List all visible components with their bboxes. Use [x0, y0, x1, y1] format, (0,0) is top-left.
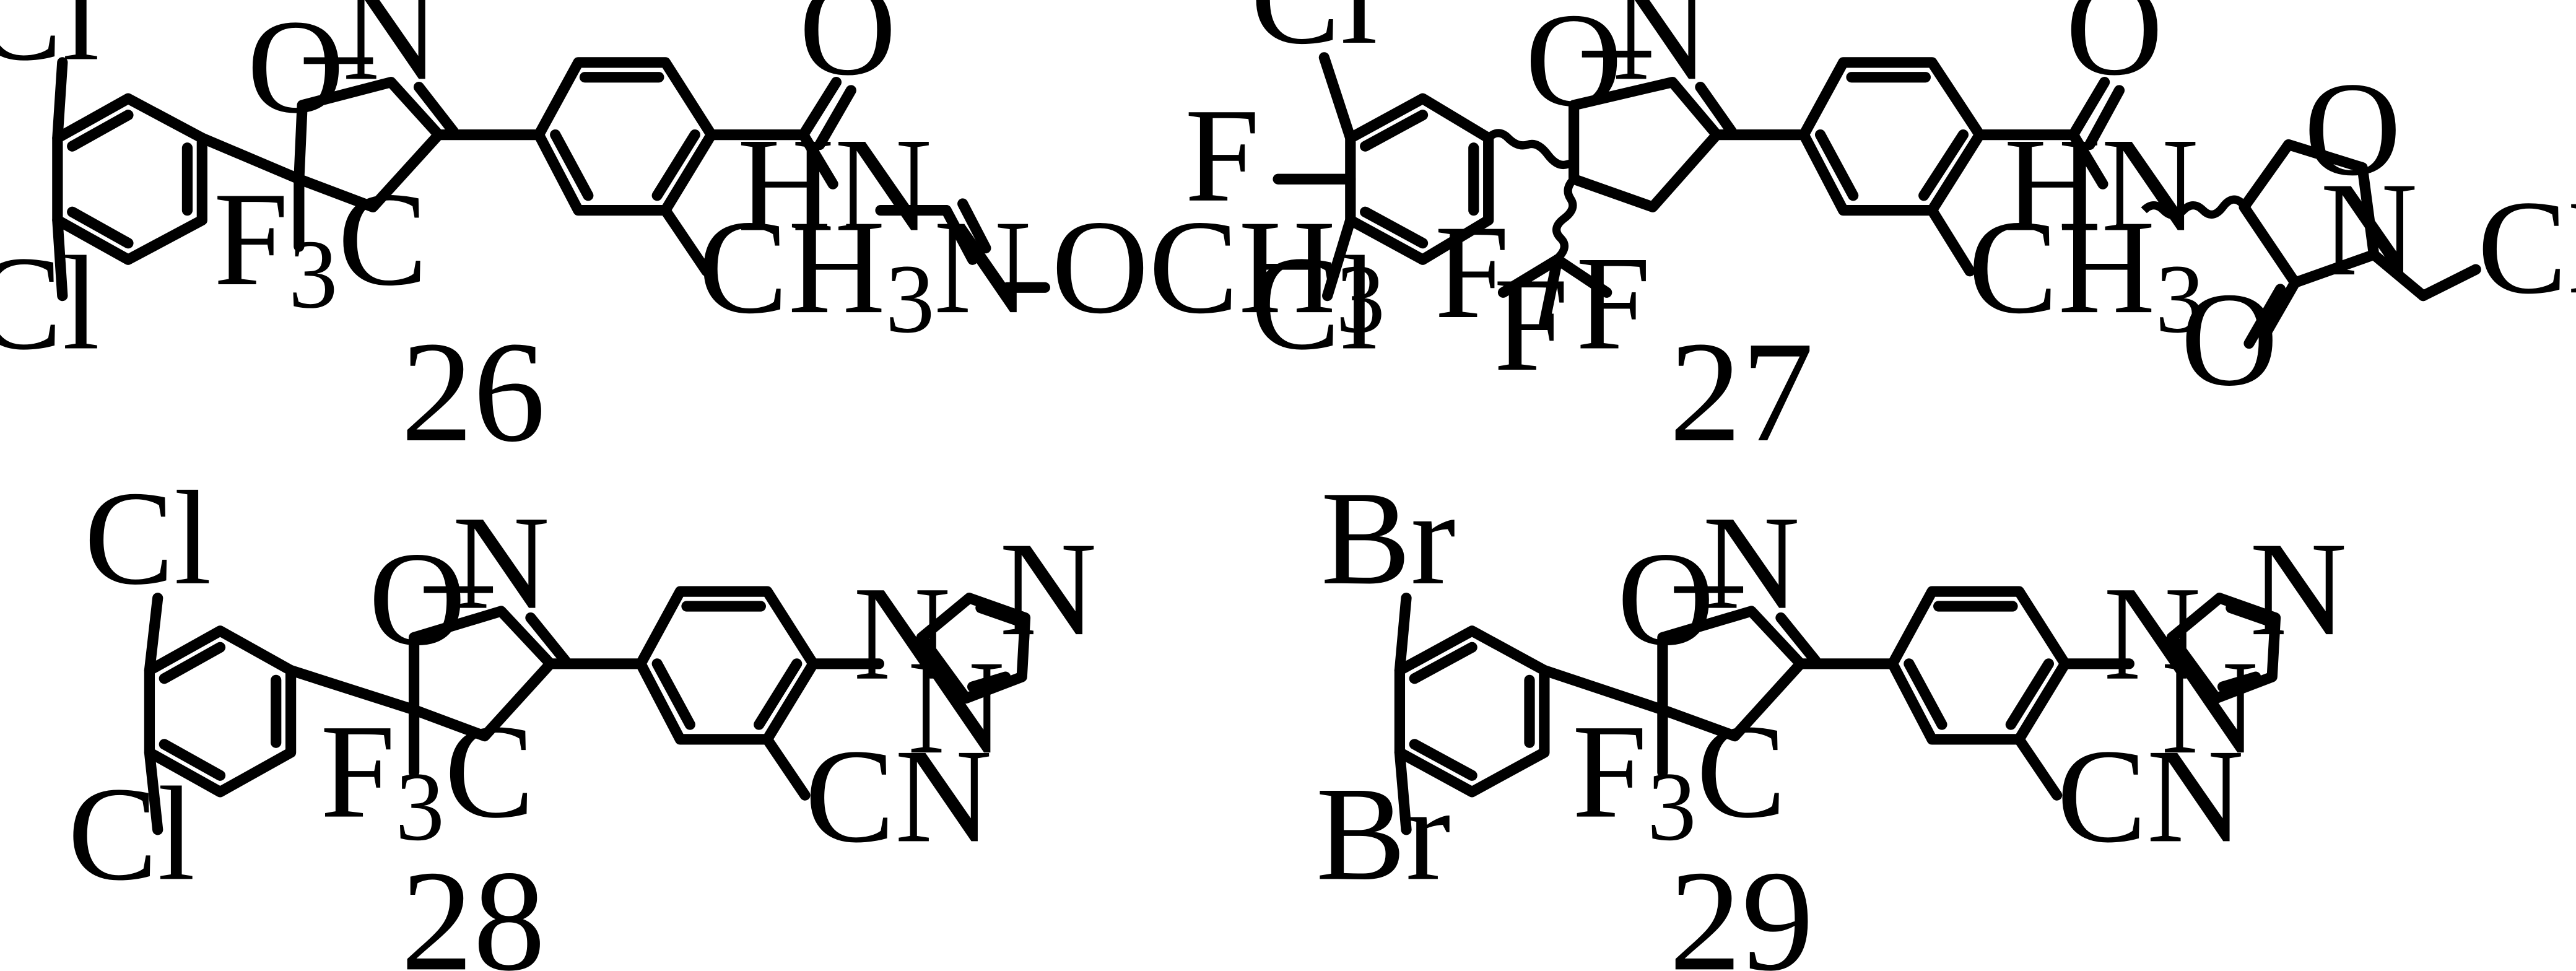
ring-nitrogen-label: N	[453, 489, 550, 638]
nitrile-label: CN	[2057, 721, 2244, 871]
ring-nitrogen-label: N	[1612, 0, 1710, 108]
isoxazoline-ring	[408, 606, 556, 742]
compound-28: Cl Cl O – N F3C N N N CN 28	[67, 464, 1097, 971]
carbonyl-oxygen-label: O	[2181, 265, 2278, 414]
compound-number: 29	[1669, 841, 1814, 971]
bromine-label: Br	[1316, 759, 1451, 908]
o-n-bond-dash: –	[1674, 502, 1744, 651]
isoxazoline-ring	[1569, 77, 1723, 212]
benzonitrile-ring	[1887, 586, 2071, 745]
ring-oxygen-label: O	[247, 0, 344, 141]
compound-number: 26	[401, 312, 545, 472]
amide-nh-label: HN	[2004, 110, 2198, 259]
triazole-ring	[916, 593, 1031, 704]
triazole-n4-label: N	[2250, 515, 2347, 664]
chlorine-label: Cl	[0, 229, 100, 378]
trifluoromethyl-label: F3C	[214, 165, 428, 329]
trifluoromethyl-label: F3C	[1572, 697, 1786, 861]
fluorine-label: F	[1435, 198, 1510, 347]
ring-nitrogen-label: N	[342, 0, 440, 108]
carbonyl-oxygen-label: O	[2066, 0, 2163, 103]
ring-nitrogen-label: N	[2320, 155, 2417, 304]
chlorine-label: Cl	[1251, 0, 1378, 72]
compound-26: Cl Cl O – N F3C O HN CH3 N OCH3 26	[0, 0, 1385, 472]
ring-nitrogen-label: N	[1703, 489, 1800, 638]
isoxazolidinone-ring	[2239, 139, 2380, 288]
bromine-label: Br	[1321, 464, 1456, 613]
ring-oxygen-label: O	[1525, 0, 1622, 135]
methyl-label: CH3	[1968, 193, 2204, 354]
triazole-n2-label: N	[2161, 633, 2258, 782]
carbonyl-oxygen-label: O	[799, 0, 896, 103]
wavy-bond	[2141, 195, 2246, 220]
triazole-n1-label: N	[2104, 559, 2201, 708]
fluorine-label: F	[1576, 229, 1651, 378]
oxime-nitrogen-label: N	[934, 193, 1031, 342]
amide-nh-label: HN	[738, 110, 932, 259]
wavy-bond	[1485, 129, 1579, 180]
triazole-n2-label: N	[908, 633, 1005, 782]
methoxy-label: OCH3	[1051, 193, 1385, 354]
chlorine-label: Cl	[0, 0, 100, 89]
fluorine-label: F	[1494, 250, 1569, 399]
ring-oxygen-label: O	[368, 525, 466, 674]
trifluoromethyl-label: F3C	[320, 697, 534, 861]
o-n-bond-dash: –	[303, 0, 373, 122]
chlorine-label: Cl	[67, 759, 195, 908]
fluorine-label: F	[1185, 81, 1260, 230]
benzamide-ring	[533, 57, 717, 216]
compound-29: Br Br O – N F3C N N N CN 29	[1316, 464, 2347, 971]
compound-number: 28	[401, 841, 545, 971]
triazole-ring	[2166, 593, 2281, 704]
o-n-bond-dash: –	[424, 502, 494, 651]
chlorine-label: Cl	[1251, 229, 1378, 378]
compound-27: Cl F Cl O – N F F F O HN CH3 O N O CH3 2…	[1185, 0, 2576, 472]
o-n-bond-dash: –	[1582, 0, 1651, 115]
chlorine-label: Cl	[84, 464, 212, 613]
benzamide-ring	[1798, 57, 1985, 216]
triazole-n1-label: N	[853, 559, 951, 708]
ethyl-methyl-label: CH3	[2478, 173, 2576, 334]
triazole-n4-label: N	[999, 515, 1097, 664]
ring-oxygen-label: O	[1617, 525, 1715, 674]
compound-number: 27	[1669, 312, 1814, 472]
wavy-bond	[1551, 176, 1577, 265]
isoxazoline-ring	[1657, 606, 1806, 742]
methyl-label: CH3	[698, 193, 935, 354]
isoxazoline-ring	[294, 77, 444, 212]
ring-oxygen-label: O	[2304, 54, 2401, 204]
benzonitrile-ring	[635, 586, 819, 745]
nitrile-label: CN	[805, 721, 992, 871]
